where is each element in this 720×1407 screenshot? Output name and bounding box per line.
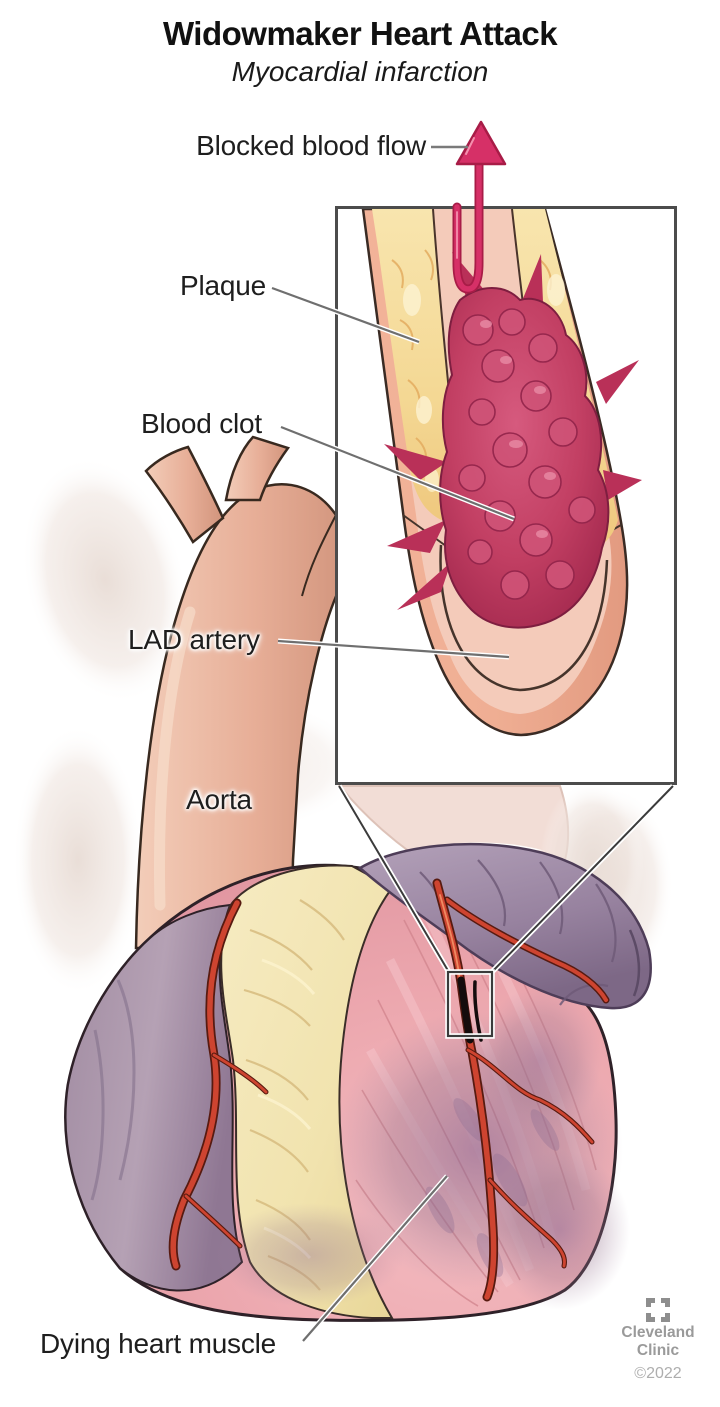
credit-org-line2: Clinic — [636, 1342, 680, 1360]
dying-muscle-leader — [302, 1175, 448, 1342]
heart-body — [64, 842, 652, 1322]
label-lad-artery: LAD artery — [128, 624, 260, 655]
blocked-flow-arrow-icon — [452, 120, 507, 294]
label-blocked-blood-flow: Blocked blood flow — [196, 130, 426, 161]
page-title: Widowmaker Heart Attack — [162, 15, 558, 52]
label-blood-clot: Blood clot — [141, 408, 262, 439]
coronary-arteries — [168, 878, 610, 1302]
plaque-leader — [271, 286, 420, 344]
artery-cross-section — [361, 209, 642, 737]
leader-lines — [271, 145, 515, 1343]
artery-inset — [335, 206, 677, 785]
blood-clot-leader — [280, 425, 515, 521]
blood-clot-mass — [384, 252, 642, 629]
label-aorta: Aorta — [186, 784, 252, 815]
credit-org-line1: Cleveland — [621, 1324, 695, 1341]
label-plaque: Plaque — [180, 270, 266, 301]
lad-artery-leader — [277, 639, 510, 659]
callout-lines — [336, 784, 675, 1039]
credit-block: Cleveland Clinic ©2022 — [608, 1297, 708, 1383]
credit-copyright: ©2022 — [634, 1364, 682, 1382]
cleveland-clinic-logo-icon — [646, 1298, 670, 1322]
aorta-vessels — [134, 435, 353, 950]
page-subtitle: Myocardial infarction — [231, 56, 489, 87]
label-dying-heart-muscle: Dying heart muscle — [40, 1328, 277, 1359]
inset-box-border — [335, 206, 677, 785]
